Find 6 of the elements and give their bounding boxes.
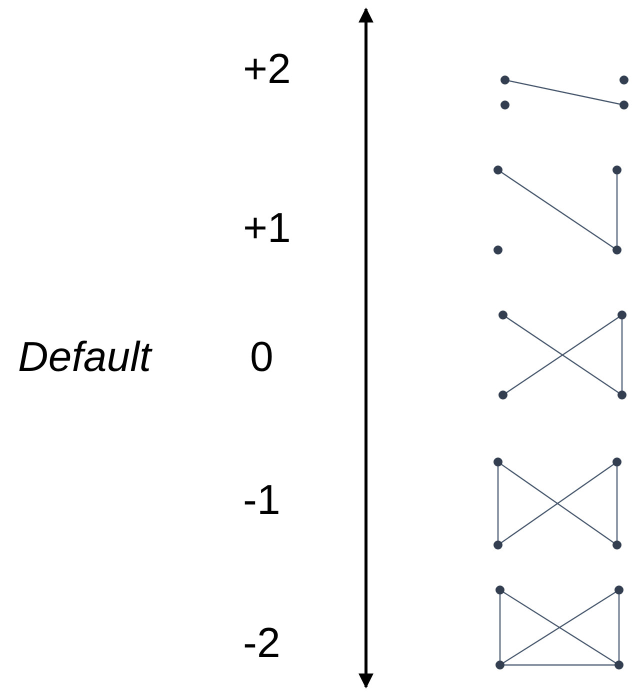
scale-value: +1: [243, 203, 291, 253]
scale-value: -2: [243, 618, 280, 668]
scale-value: +2: [243, 44, 291, 94]
scale-value: -1: [243, 475, 280, 525]
default-label: Default: [18, 332, 152, 382]
scale-value: 0: [250, 332, 274, 382]
